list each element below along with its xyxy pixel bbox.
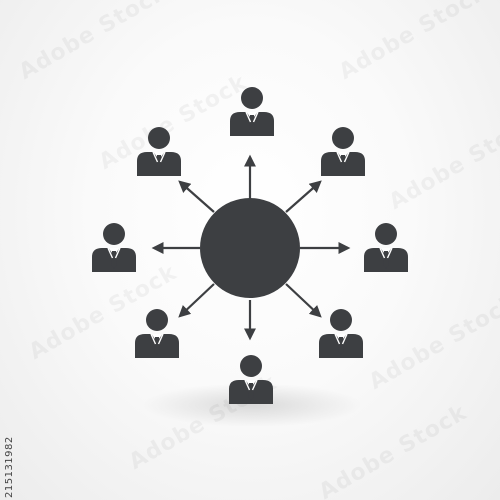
arrow-down-left (178, 283, 215, 318)
person-icon (318, 308, 364, 359)
person-icon (320, 126, 366, 177)
person-icon (136, 126, 182, 177)
person-icon (134, 308, 180, 359)
arrow-down-right (285, 283, 322, 318)
person-icon (228, 354, 274, 405)
arrow-up-left (178, 180, 215, 213)
person-icon (91, 222, 137, 273)
floor-shadow (142, 383, 362, 427)
arrow-up-right (285, 180, 322, 213)
arrow-group (151, 154, 351, 341)
person-icon (363, 222, 409, 273)
central-hub (200, 198, 300, 298)
person-icon (229, 86, 275, 137)
stock-id-label: 215131982 (4, 436, 15, 498)
